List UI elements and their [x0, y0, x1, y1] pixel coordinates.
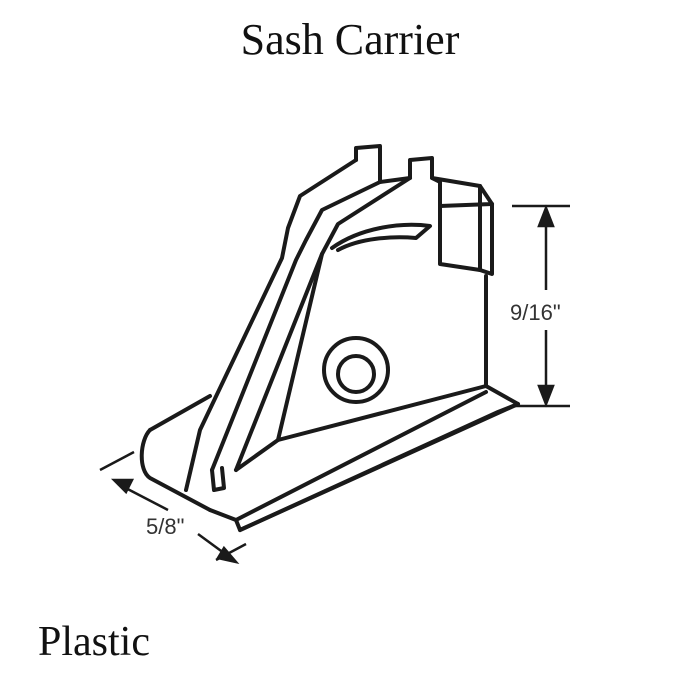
width-dimension [99, 450, 247, 565]
back-profile [184, 158, 358, 492]
rail-two [234, 176, 412, 472]
product-title: Sash Carrier [240, 15, 460, 64]
height-dimension [512, 204, 570, 408]
arrow-left-icon [110, 478, 135, 495]
pin-boss-outer [322, 336, 390, 404]
arrow-up-icon [537, 204, 555, 228]
top-hook [354, 144, 442, 184]
slot-notch [210, 466, 226, 492]
material-label: Plastic [38, 619, 150, 665]
rail-one [210, 180, 382, 472]
right-tab [438, 202, 494, 276]
arrow-down-icon [537, 384, 555, 408]
curved-cutout [330, 222, 432, 252]
pin-boss-inner [336, 354, 376, 394]
upper-lip [430, 176, 494, 208]
height-label: 9/16" [510, 300, 561, 325]
base-plate [234, 384, 520, 532]
width-label: 5/8" [146, 514, 184, 539]
arrow-right-icon [216, 545, 240, 565]
